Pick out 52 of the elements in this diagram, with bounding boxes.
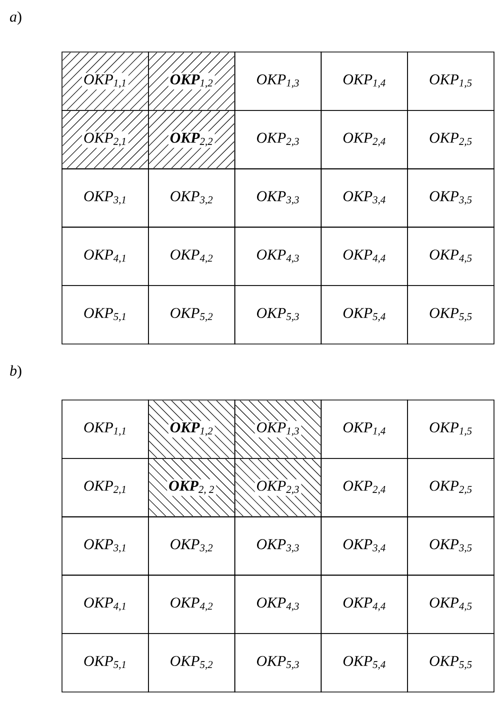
table-cell: OKP$_{2,1}$ [62, 110, 149, 170]
table-cell: OKP$_{3,3}$ [234, 516, 322, 576]
table-cell: OKP$_{5,5}$ [407, 633, 494, 692]
table-cell: OKP$_{1,1}$ [62, 400, 149, 459]
table-cell: OKP$_{4,4}$ [320, 574, 408, 634]
table-cell: OKP$_{5,2}$ [148, 633, 236, 692]
table-cell: OKP$_{1,1}$ [62, 52, 149, 111]
table-cell: OKP$_{1,2}$ [148, 400, 236, 459]
table-cell: OKP$_{5,1}$ [62, 633, 149, 692]
table-cell: OKP$_{1,4}$ [320, 52, 408, 111]
table-cell: OKP$_{4,4}$ [320, 226, 408, 286]
table-cell: OKP$_{3,5}$ [407, 168, 494, 228]
table-cell: OKP$_{2,2}$ [148, 110, 236, 170]
table-cell: OKP$_{3,4}$ [320, 168, 408, 228]
table-cell: OKP$_{4,2}$ [148, 226, 236, 286]
table-cell: OKP$_{5,1}$ [62, 285, 149, 344]
table-cell: OKP$_{3,2}$ [148, 516, 236, 576]
table-cell: OKP$_{2,3}$ [234, 458, 322, 518]
table-cell: OKP$_{1,5}$ [407, 52, 494, 111]
table-cell: OKP$_{2, 2}$ [148, 458, 236, 518]
panel-label: a) [10, 11, 22, 25]
table-cell: OKP$_{5,3}$ [234, 285, 322, 344]
table-cell: OKP$_{4,1}$ [62, 226, 149, 286]
table-cell: OKP$_{1,2}$ [148, 52, 236, 111]
table-cell: OKP$_{4,1}$ [62, 574, 149, 634]
table-cell: OKP$_{1,3}$ [234, 52, 322, 111]
table-cell: OKP$_{1,5}$ [407, 400, 494, 459]
table-cell: OKP$_{4,3}$ [234, 574, 322, 634]
table-cell: OKP$_{4,5}$ [407, 574, 494, 634]
table-cell: OKP$_{2,5}$ [407, 110, 494, 170]
table-cell: OKP$_{5,4}$ [320, 633, 408, 692]
panel-label: b) [10, 365, 22, 379]
table-cell: OKP$_{1,3}$ [234, 400, 322, 459]
table-cell: OKP$_{2,1}$ [62, 458, 149, 518]
table-cell: OKP$_{2,4}$ [320, 110, 408, 170]
table-cell: OKP$_{5,4}$ [320, 285, 408, 344]
table-cell: OKP$_{4,2}$ [148, 574, 236, 634]
table-cell: OKP$_{3,1}$ [62, 168, 149, 228]
table-cell: OKP$_{5,3}$ [234, 633, 322, 692]
table-cell: OKP$_{3,4}$ [320, 516, 408, 576]
table-cell: OKP$_{3,2}$ [148, 168, 236, 228]
table-cell: OKP$_{5,5}$ [407, 285, 494, 344]
table-cell: OKP$_{3,3}$ [234, 168, 322, 228]
table-cell: OKP$_{3,5}$ [407, 516, 494, 576]
table-cell: OKP$_{4,5}$ [407, 226, 494, 286]
table-cell: OKP$_{3,1}$ [62, 516, 149, 576]
table-cell: OKP$_{4,3}$ [234, 226, 322, 286]
table-cell: OKP$_{2,5}$ [407, 458, 494, 518]
table-cell: OKP$_{2,4}$ [320, 458, 408, 518]
table-cell: OKP$_{1,4}$ [320, 400, 408, 459]
table-cell: OKP$_{2,3}$ [234, 110, 322, 170]
table-cell: OKP$_{5,2}$ [148, 285, 236, 344]
